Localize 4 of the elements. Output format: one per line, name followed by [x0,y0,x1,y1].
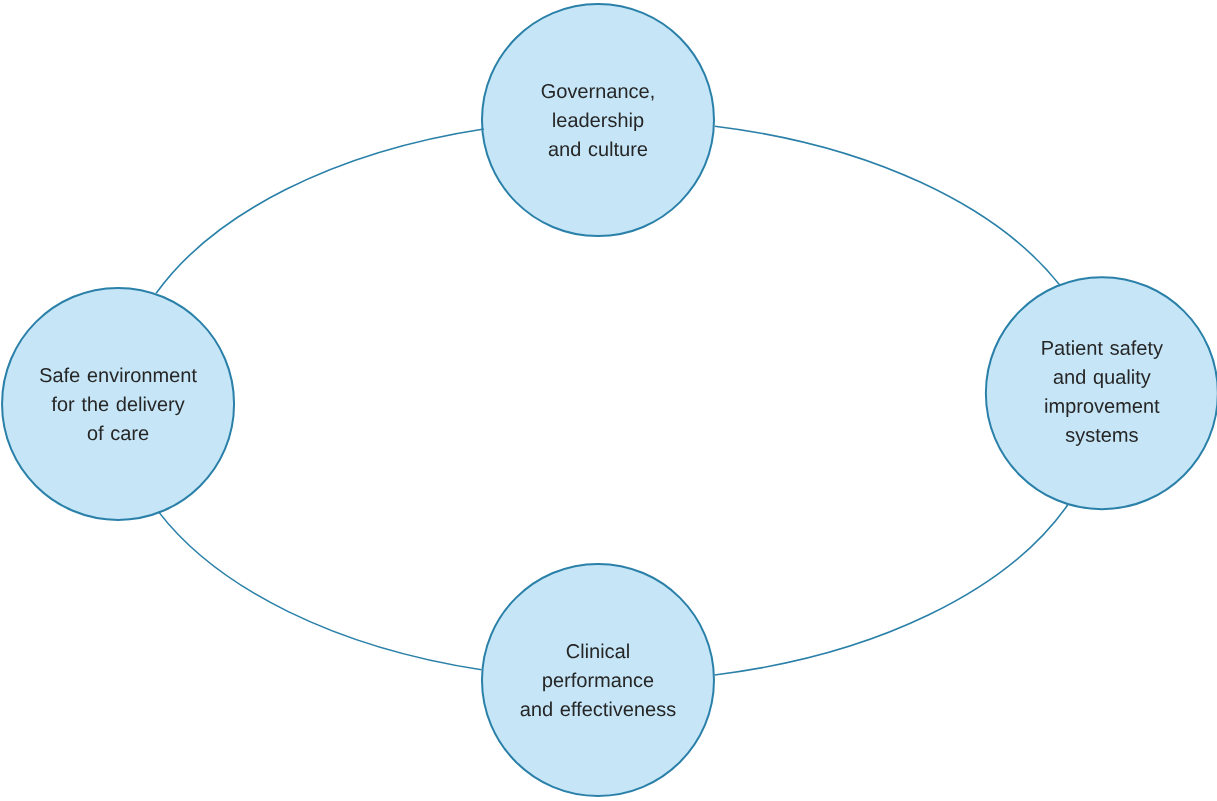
ring-arc [157,510,483,671]
ring-arc [155,128,485,295]
ring-arc [714,125,1061,287]
ring-arc [713,504,1069,676]
